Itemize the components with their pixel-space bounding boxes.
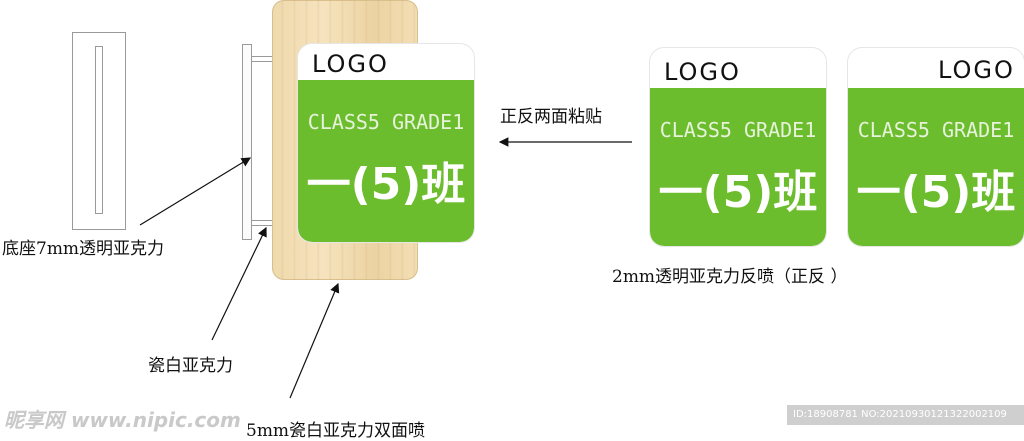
sign-logo: LOGO [312,50,389,78]
arrow-board [289,282,340,399]
base-slot [95,46,103,214]
arrow-base [139,157,252,226]
label-porcelain: 瓷白亚克力 [148,356,233,376]
label-reverse-spray: 2mm透明亚克力反喷（正反 ） [612,267,848,287]
sign-green-panel: CLASS5 GRADE1 一(5)班 [848,88,1024,246]
porcelain-acrylic-strip [242,44,252,240]
sign-card-front: LOGO CLASS5 GRADE1 一(5)班 [650,48,826,246]
sign-chinese: 一(5)班 [306,159,466,210]
sign-card-back: LOGO CLASS5 GRADE1 一(5)班 [848,48,1024,246]
sign-green-panel: CLASS5 GRADE1 一(5)班 [298,80,474,242]
arrow-porcelain [211,226,267,341]
label-base: 底座7mm透明亚克力 [2,239,165,259]
base-plate [72,32,126,230]
sign-chinese: 一(5)班 [658,167,818,218]
sign-green-panel: CLASS5 GRADE1 一(5)班 [650,88,826,246]
sign-english: CLASS5 GRADE1 [659,118,817,142]
watermark-id: ID:18908781 NO:20210930121322002109 [787,405,1024,425]
label-arrow-note: 正反两面粘贴 [500,107,602,127]
sign-english: CLASS5 GRADE1 [857,118,1015,142]
label-board: 5mm瓷白亚克力双面喷 [246,421,426,441]
sign-english: CLASS5 GRADE1 [307,110,465,134]
sign-logo: LOGO [664,58,741,86]
sign-card-main: LOGO CLASS5 GRADE1 一(5)班 [298,44,474,242]
sign-logo: LOGO [938,56,1015,84]
watermark-text: 昵享网 www.nipic.com [4,408,241,432]
sign-chinese: 一(5)班 [856,167,1016,218]
